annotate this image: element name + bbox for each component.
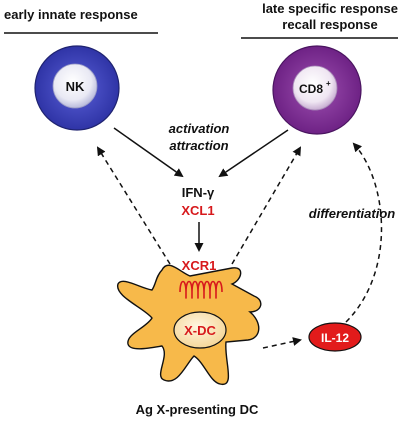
differentiation-label: differentiation <box>309 206 395 221</box>
dashed-arrow-dc-to-cd8 <box>231 146 302 265</box>
il12-badge: IL-12 <box>308 322 362 352</box>
arrow-cd8-to-cytokines <box>218 129 289 178</box>
il12-label: IL-12 <box>321 331 349 345</box>
header-early-innate: early innate response <box>4 7 138 22</box>
activation-label: activation <box>169 121 230 136</box>
cd8-nucleus <box>292 65 338 111</box>
nk-label: NK <box>66 79 85 94</box>
dashed-arrow-dc-to-nk <box>96 146 171 265</box>
dashed-arrow-il12-to-cd8 <box>345 142 383 323</box>
dc-caption: Ag X-presenting DC <box>136 402 259 417</box>
arrow-nk-to-cytokines <box>113 127 184 178</box>
cd8-label: CD8 <box>299 82 323 96</box>
header-late-specific: late specific response <box>262 1 398 16</box>
xcl1-label: XCL1 <box>181 203 214 218</box>
nk-nucleus <box>52 63 98 109</box>
xcr1-receptor-icon <box>179 280 223 299</box>
header-recall: recall response <box>282 17 377 32</box>
xcr1-label: XCR1 <box>182 258 217 273</box>
cd8-superscript: + <box>326 79 331 88</box>
x-dc-cell: X-DC <box>117 264 262 385</box>
il12-ellipse <box>308 322 362 352</box>
dc-nucleus <box>173 311 227 349</box>
cd8-cell: CD8 + <box>272 45 362 135</box>
x-dc-label: X-DC <box>184 323 216 338</box>
nk-cell: NK <box>34 45 120 131</box>
attraction-label: attraction <box>169 138 228 153</box>
dashed-arrow-dc-to-il12 <box>262 337 302 349</box>
ifn-gamma-label: IFN-γ <box>182 185 215 200</box>
